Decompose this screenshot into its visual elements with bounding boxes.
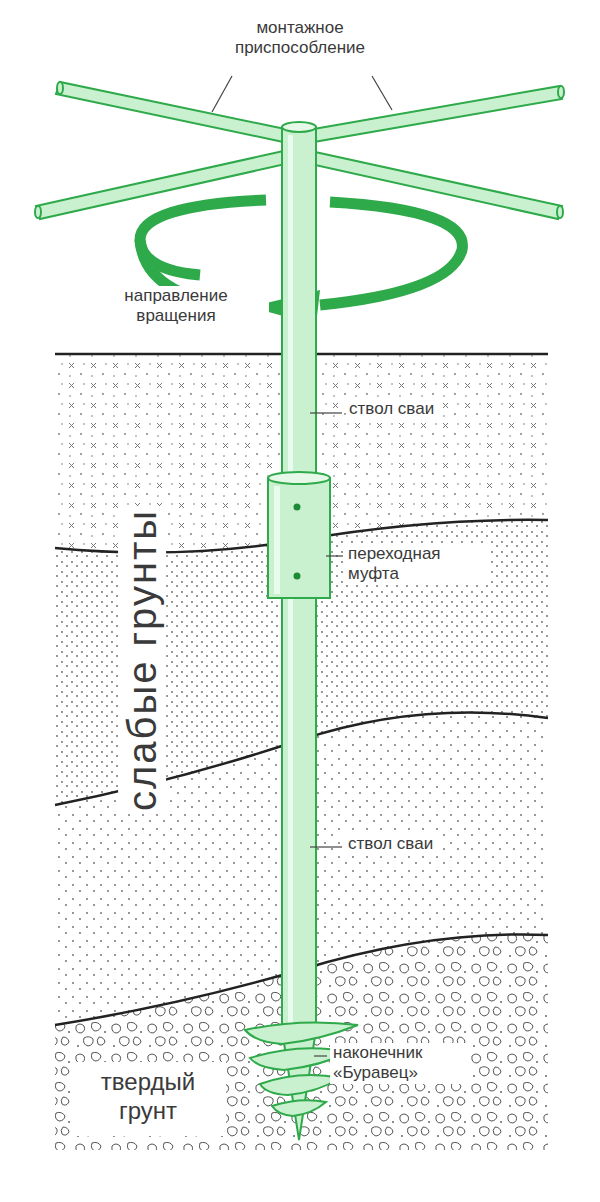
part-name: переходная муфта	[345, 544, 491, 585]
soil-label: твердый грунт	[78, 1068, 218, 1126]
part-name: монтажное приспособление	[205, 18, 395, 59]
part-name: ствол сваи	[346, 399, 442, 419]
part-name: наконечник «Буравец»	[330, 1043, 466, 1084]
direction-label: направление вращения	[83, 286, 269, 327]
coupling-sleeve	[268, 472, 330, 598]
soil-label: слабые грунты	[118, 506, 166, 814]
label-ground	[70, 1062, 226, 1136]
part-name: ствол сваи	[345, 834, 441, 854]
